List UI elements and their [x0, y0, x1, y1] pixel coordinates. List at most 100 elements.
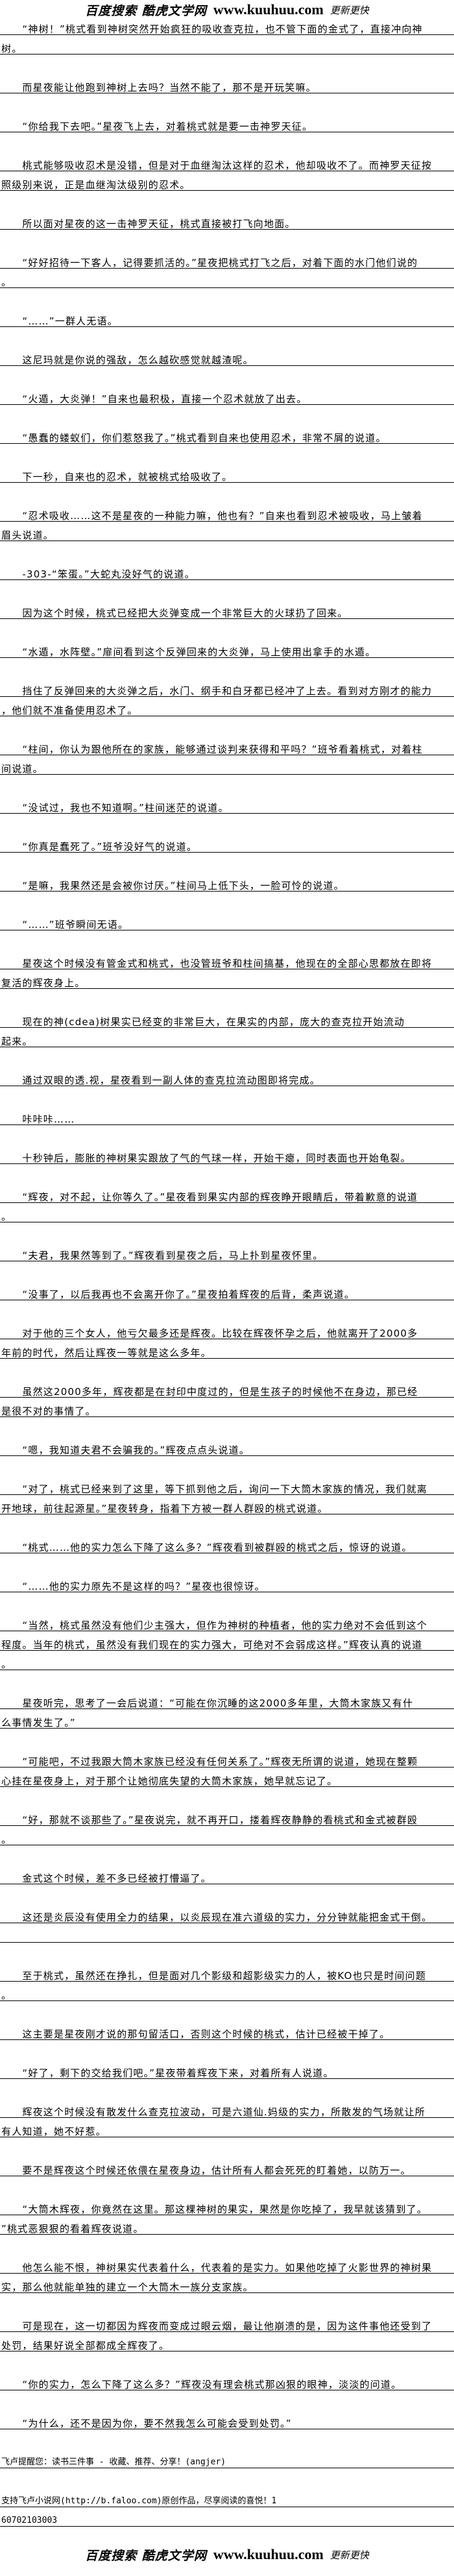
text-line: “好了，剩下的交给我们吧。”星夜带着辉夜下来，对着所有人说道。 — [0, 2060, 454, 2079]
text-line: 年前的时代，然后让辉夜一等就是这么多年。 — [0, 1339, 454, 1359]
paragraph: “你真是蠢死了。”班爷没好气的说道。 — [0, 833, 454, 853]
text-line: 星夜这个时候没有管金式和桃式，也没管班爷和柱间搞基，他现在的全部心思都放在即将 — [0, 950, 454, 969]
paragraph: 十秒钟后，膨胀的神树果实跟放了气的气球一样，开始干瘪，同时表面也开始龟裂。 — [0, 1145, 454, 1164]
paragraph: 星夜听完，思考了一会后说道：“可能在你沉睡的这2000多年里，大筒木家族又有什么… — [0, 1690, 454, 1729]
text-line: “你真是蠢死了。”班爷没好气的说道。 — [0, 833, 454, 853]
text-line: 挡住了反弹回来的大炎弹之后，水门、纲手和白牙都已经冲了上去。看到对方刚才的能力 — [0, 677, 454, 697]
text-line: “桃式……他的实力怎么下降了这么多？”辉夜看到被群殴的桃式之后，惊讶的说道。 — [0, 1534, 454, 1553]
text-line: ”桃式恶狠狠的看着辉夜说道。 — [0, 2215, 454, 2235]
site-banner-top: 百度搜索 酷虎文学网 www.kuuhuu.com 更新更快 — [0, 0, 454, 19]
paragraph: “没试过，我也不知道啊。”柱间迷茫的说道。 — [0, 794, 454, 814]
text-line: 程度。当年的桃式，虽然没有我们现在的实力强大，可绝对不会弱成这样。”辉夜认真的说… — [0, 1631, 454, 1651]
text-line: “没试过，我也不知道啊。”柱间迷茫的说道。 — [0, 794, 454, 814]
banner-site-name: 百度搜索 酷虎文学网 — [85, 3, 207, 18]
text-line: “愚蠢的蝼蚁们，你们惹怒我了。”桃式看到自来也使用忍术，非常不屑的说道。 — [0, 424, 454, 444]
paragraph: 这尼玛就是你说的强敌，怎么越砍感觉就越渣呢。 — [0, 346, 454, 366]
text-line: 眉头说道。 — [0, 522, 454, 541]
paragraph: “对了，桃式已经来到了这里，等下抓到他之后，询问一下大筒木家族的情况，我们就离开… — [0, 1476, 454, 1514]
text-line: 这主要是星夜刚才说的那句留活口，否则这个时候的桃式，估计已经被干掉了。 — [0, 2021, 454, 2040]
banner-site-name: 百度搜索 酷虎文学网 — [85, 2548, 207, 2563]
text-line: 心挂在星夜身上，对于那个让她彻底失望的大筒木家族，她早就忘记了。 — [0, 1768, 454, 1787]
paragraph: “为什么，还不是因为你，要不然我怎么可能会受到处罚。” — [0, 2410, 454, 2429]
text-line: 金式这个时候，差不多已经被打懵逼了。 — [0, 1865, 454, 1884]
text-line: 辉夜这个时候没有散发什么查克拉波动，可是六道仙.妈级的实力，所散发的气场就让所 — [0, 2098, 454, 2118]
text-line: “对了，桃式已经来到了这里，等下抓到他之后，询问一下大筒木家族的情况，我们就离 — [0, 1476, 454, 1495]
text-line: “……”班爷瞬间无语。 — [0, 911, 454, 930]
paragraph: “没事了，以后我再也不会离开你了。”星夜拍着辉夜的后背，柔声说道。 — [0, 1281, 454, 1300]
text-line: “柱间，你认为跟他所在的家族，能够通过谈判来获得和平吗？”班爷看着桃式，对着柱 — [0, 736, 454, 755]
text-line: 支持飞卢小说网(http://b.faloo.com)原创作品，尽享阅读的喜悦！… — [0, 2488, 454, 2507]
text-line: “神树！”桃式看到神树突然开始疯狂的吸收查克拉，也不管下面的金式了，直接冲向神 — [0, 16, 454, 35]
paragraph: 这主要是星夜刚才说的那句留活口，否则这个时候的桃式，估计已经被干掉了。 — [0, 2021, 454, 2040]
paragraph: “辉夜，对不起，让你等久了。”星夜看到果实内部的辉夜睁开眼睛后，带着歉意的说道。 — [0, 1184, 454, 1222]
text-line: 要不是辉夜这个时候还依偎在星夜身边，估计所有人都会死死的盯着她，以防万一。 — [0, 2157, 454, 2176]
text-line: 可是现在，这一切都因为辉夜而变成过眼云烟，最让他崩溃的是，因为这件事他还受到了 — [0, 2313, 454, 2332]
paragraph: “你的实力，怎么下降了这么多？”辉夜没有理会桃式那凶狠的眼神，淡淡的问道。 — [0, 2371, 454, 2390]
text-line: “忍术吸收……这不是星夜的一种能力嘛，他也有？”自来也看到忍术被吸收，马上皱着 — [0, 502, 454, 522]
text-line: 所以面对星夜的这一击神罗天征，桃式直接被打飞向地面。 — [0, 210, 454, 230]
text-line: 么事情发生了。” — [0, 1709, 454, 1729]
text-line: 开地球，前往起源星。”星夜转身，指着下方被一群人群殴的桃式说道。 — [0, 1495, 454, 1514]
paragraph: 挡住了反弹回来的大炎弹之后，水门、纲手和白牙都已经冲了上去。看到对方刚才的能力，… — [0, 677, 454, 716]
text-line: 咔咔咔…… — [0, 1106, 454, 1125]
paragraph: 桃式能够吸收忍术是没错，但是对于血继淘汰这样的忍术，他却吸收不了。而神罗天征按照… — [0, 152, 454, 191]
text-line: “你给我下去吧。”星夜飞上去，对着桃式就是要一击神罗天征。 — [0, 113, 454, 132]
paragraph: 下一秒，自来也的忍术，就被桃式给吸收了。 — [0, 463, 454, 483]
paragraph: “……”一群人无语。 — [0, 308, 454, 327]
paragraph: “火遁，大炎弹！”自来也最积极，直接一个忍术就放了出去。 — [0, 385, 454, 405]
text-line: 是很不对的事情了。 — [0, 1398, 454, 1417]
paragraph: 而星夜能让他跑到神树上去吗？当然不能了，那不是开玩笑嘛。 — [0, 74, 454, 93]
text-line: “……他的实力原先不是这样的吗？”星夜也很惊讶。 — [0, 1573, 454, 1592]
text-line: 实，那么他就能单独的建立一个大筒木一族分支家族。 — [0, 2274, 454, 2293]
text-line: “好，那就不谈那些了。”星夜说完，就不再开口，搂着辉夜静静的看桃式和金式被群殴 — [0, 1806, 454, 1826]
text-line: “火遁，大炎弹！”自来也最积极，直接一个忍术就放了出去。 — [0, 385, 454, 405]
text-line: 星夜听完，思考了一会后说道：“可能在你沉睡的这2000多年里，大筒木家族又有什 — [0, 1690, 454, 1709]
text-line: “……”一群人无语。 — [0, 308, 454, 327]
text-line: 60702103003 — [0, 2507, 454, 2527]
text-line: 虽然这2000多年，辉夜都是在封印中度过的，但是生孩子的时候他不在身边，那已经 — [0, 1378, 454, 1398]
text-line: 这还是炎辰没有使用全力的结果，以炎辰现在准六道级的实力，分分钟就能把金式干倒。 — [0, 1904, 454, 1923]
text-line: “没事了，以后我再也不会离开你了。”星夜拍着辉夜的后背，柔声说道。 — [0, 1281, 454, 1300]
paragraph: 辉夜这个时候没有散发什么查克拉波动，可是六道仙.妈级的实力，所散发的气场就让所有… — [0, 2098, 454, 2137]
paragraph: 现在的神(cdea)树果实已经变的非常巨大，在果实的内部，庞大的查克拉开始流动起… — [0, 1008, 454, 1047]
text-line: 间说道。 — [0, 755, 454, 775]
text-line: “为什么，还不是因为你，要不然我怎么可能会受到处罚。” — [0, 2410, 454, 2429]
paragraph: 对于他的三个女人，他亏欠最多还是辉夜。比较在辉夜怀孕之后，他就离开了2000多年… — [0, 1320, 454, 1359]
text-line: 。 — [0, 1203, 454, 1222]
text-line: 现在的神(cdea)树果实已经变的非常巨大，在果实的内部，庞大的查克拉开始流动 — [0, 1008, 454, 1028]
text-line: “你的实力，怎么下降了这么多？”辉夜没有理会桃式那凶狠的眼神，淡淡的问道。 — [0, 2371, 454, 2390]
banner-site-url[interactable]: www.kuuhuu.com — [213, 2546, 324, 2562]
paragraph: 可是现在，这一切都因为辉夜而变成过眼云烟，最让他崩溃的是，因为这件事他还受到了处… — [0, 2313, 454, 2351]
text-line: 十秒钟后，膨胀的神树果实跟放了气的气球一样，开始干瘪，同时表面也开始龟裂。 — [0, 1145, 454, 1164]
paragraph: 他怎么能不恨，神树果实代表着什么，代表着的是实力。如果他吃掉了火影世界的神树果实… — [0, 2254, 454, 2293]
text-line: “可能吧，不过我跟大筒木家族已经没有任何关系了。”辉夜无所谓的说道，她现在整颗 — [0, 1748, 454, 1768]
text-line: “水遁，水阵壁。”扉间看到这个反弹回来的大炎弹，马上使用出拿手的水遁。 — [0, 638, 454, 658]
text-line: 飞卢提醒您：读书三件事 - 收藏、推荐、分享！(angjer) — [0, 2449, 454, 2468]
paragraph: 这还是炎辰没有使用全力的结果，以炎辰现在准六道级的实力，分分钟就能把金式干倒。 — [0, 1904, 454, 1943]
text-line: 有人知道，她不好惹。 — [0, 2118, 454, 2137]
text-line: “辉夜，对不起，让你等久了。”星夜看到果实内部的辉夜睁开眼睛后，带着歉意的说道 — [0, 1184, 454, 1203]
text-line: ，他们就不准备使用忍术了。 — [0, 697, 454, 716]
paragraph: “柱间，你认为跟他所在的家族，能够通过谈判来获得和平吗？”班爷看着桃式，对着柱间… — [0, 736, 454, 775]
paragraph: “好，那就不谈那些了。”星夜说完，就不再开口，搂着辉夜静静的看桃式和金式被群殴。 — [0, 1806, 454, 1845]
footer-note: 飞卢提醒您：读书三件事 - 收藏、推荐、分享！(angjer) — [0, 2449, 454, 2468]
banner-site-url[interactable]: www.kuuhuu.com — [213, 1, 324, 18]
paragraph: “是嘛，我果然还是会被你讨厌。”柱间马上低下头，一脸可怜的说道。 — [0, 872, 454, 892]
text-line: “当然，桃式虽然没有他们少主强大，但作为神树的种植者，他的实力绝对不会低到这个 — [0, 1612, 454, 1631]
paragraph: “……”班爷瞬间无语。 — [0, 911, 454, 930]
banner-slogan: 更新更快 — [329, 2549, 369, 2561]
text-line: 照级别来说，正是血继淘汰级别的忍术。 — [0, 171, 454, 191]
paragraph: 通过双眼的透.视，星夜看到一副人体的查克拉流动图即将完成。 — [0, 1067, 454, 1086]
text-line: 起来。 — [0, 1028, 454, 1047]
text-line: -303-“笨蛋。”大蛇丸没好气的说道。 — [0, 561, 454, 580]
text-line: 他怎么能不恨，神树果实代表着什么，代表着的是实力。如果他吃掉了火影世界的神树果 — [0, 2254, 454, 2274]
text-line: “嗯，我知道夫君不会骗我的。”辉夜点点头说道。 — [0, 1437, 454, 1456]
paragraph: 因为这个时候，桃式已经把大炎弹变成一个非常巨大的火球扔了回来。 — [0, 600, 454, 619]
text-line: 树。 — [0, 35, 454, 55]
text-line: 。 — [0, 1651, 454, 1670]
paragraph: 至于桃式，虽然还在挣扎，但是面对几个影级和超影级实力的人，被KO也只是时间问题。 — [0, 1962, 454, 2001]
paragraph: “当然，桃式虽然没有他们少主强大，但作为神树的种植者，他的实力绝对不会低到这个程… — [0, 1612, 454, 1670]
site-banner-bottom: 百度搜索 酷虎文学网 www.kuuhuu.com 更新更快 — [0, 2545, 454, 2564]
text-line: 下一秒，自来也的忍术，就被桃式给吸收了。 — [0, 463, 454, 483]
text-line: 复活的辉夜身上。 — [0, 969, 454, 989]
